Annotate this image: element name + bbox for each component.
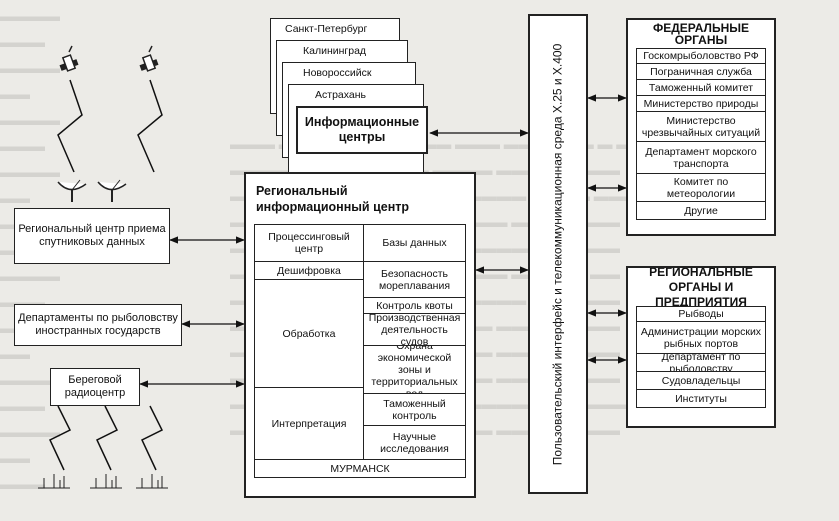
info-center-city: Новороссийск <box>303 67 372 79</box>
rc-research: Научные исследования <box>364 426 466 460</box>
radio-link-icon <box>49 79 164 471</box>
regional-org-item: Администрации морских рыбных портов <box>636 322 766 354</box>
coastal-radio-center: Береговой радиоцентр <box>50 368 140 406</box>
dish-antenna-icon <box>97 179 127 202</box>
info-center-city: Санкт-Петербург <box>285 23 368 35</box>
regional-center-title: Региональный информационный центр <box>256 184 410 214</box>
regional-org-item: Судовладельцы <box>636 372 766 390</box>
rc-navigation-safety: Безопасность мореплавания <box>364 262 466 298</box>
rc-footer-city: МУРМАНСК <box>254 460 466 478</box>
rc-interpretation: Интерпретация <box>254 388 364 460</box>
federal-item: Комитет по метеорологии <box>636 174 766 202</box>
info-center-city: Калининград <box>303 45 367 57</box>
federal-item: Пограничная служба <box>636 64 766 80</box>
federal-item: Госкомрыболовство РФ <box>636 48 766 64</box>
regional-org-item: Рыбводы <box>636 306 766 322</box>
radio-mast-icon <box>38 474 168 489</box>
rc-zone-protection: Охрана экономической зоны и территориаль… <box>364 346 466 394</box>
dish-antenna-icon <box>57 179 87 202</box>
federal-item: Министерство чрезвычайных ситуаций <box>636 112 766 142</box>
satellite-icon <box>139 45 159 72</box>
regional-org-item: Департамент по рыболовству <box>636 354 766 372</box>
rc-customs-control: Таможенный контроль <box>364 394 466 426</box>
federal-organs: ФЕДЕРАЛЬНЫЕ ОРГАНЫ Госкомрыболовство РФ … <box>626 18 776 236</box>
federal-item: Другие <box>636 202 766 220</box>
federal-item: Таможенный комитет <box>636 80 766 96</box>
interface-band: Пользовательский интерфейс и телекоммуни… <box>528 14 588 494</box>
regional-organs: РЕГИОНАЛЬНЫЕ ОРГАНЫ И ПРЕДПРИЯТИЯ Рыбвод… <box>626 266 776 428</box>
satellite-icon <box>59 45 79 72</box>
rc-quota-control: Контроль квоты <box>364 298 466 314</box>
foreign-fisheries-departments: Департаменты по рыболовству иностранных … <box>14 304 182 346</box>
rc-processing: Процессинговый центр <box>254 224 364 262</box>
info-center-city: Астрахань <box>315 89 366 101</box>
info-centers-title: Информационные центры <box>296 106 428 154</box>
rc-vessel-activity: Производственная деятельность судов <box>364 314 466 346</box>
interface-label: Пользовательский интерфейс и телекоммуни… <box>550 43 565 465</box>
federal-item: Департамент морского транспорта <box>636 142 766 174</box>
regional-info-center: Региональный информационный центр Процес… <box>244 172 476 498</box>
rc-databases: Базы данных <box>364 224 466 262</box>
regional-org-item: Институты <box>636 390 766 408</box>
federal-item: Министерство природы <box>636 96 766 112</box>
federal-title: ФЕДЕРАЛЬНЫЕ ОРГАНЫ <box>652 21 750 47</box>
satellite-receiving-center: Региональный центр приема спутниковых да… <box>14 208 170 264</box>
rc-decoding: Дешифровка <box>254 262 364 280</box>
regional-organs-title: РЕГИОНАЛЬНЫЕ ОРГАНЫ И ПРЕДПРИЯТИЯ <box>649 268 753 306</box>
rc-processing-2: Обработка <box>254 280 364 388</box>
